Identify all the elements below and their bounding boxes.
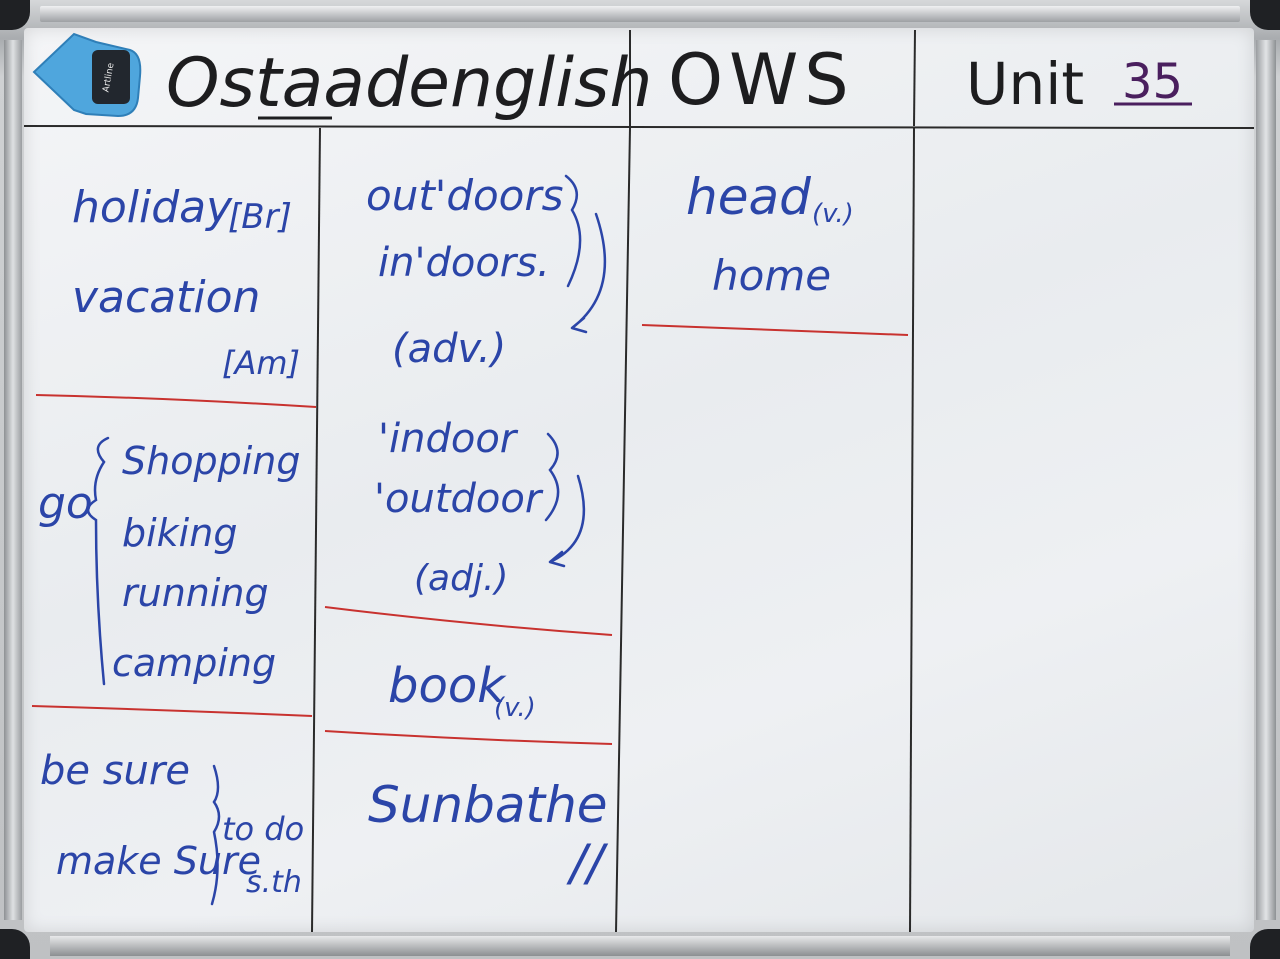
- section-title: OWS: [668, 39, 855, 121]
- corner-cap: [1250, 929, 1280, 959]
- column-divider: [311, 127, 321, 933]
- corner-cap: [1250, 0, 1280, 30]
- red-separator: [324, 606, 613, 636]
- phrase-be-sure: be sure: [40, 748, 190, 794]
- word-home: home: [712, 251, 831, 300]
- word-book: book: [388, 658, 507, 714]
- whiteboard-surface: [24, 28, 1254, 932]
- eraser-icon[interactable]: Artline: [32, 32, 142, 118]
- brace: [564, 174, 582, 288]
- tag-verb: (v.): [494, 693, 536, 723]
- corner-cap: [0, 929, 30, 959]
- go-item: camping: [112, 641, 276, 685]
- brace: [86, 436, 110, 686]
- word-sunbathe: Sunbathe: [368, 776, 608, 834]
- marker-tray: [50, 936, 1230, 956]
- word-vacation: vacation: [72, 272, 260, 323]
- tag-verb: (v.): [812, 199, 854, 229]
- phrase-to-do: to do: [222, 810, 304, 848]
- phrase-make-sure: make Sure: [56, 839, 261, 883]
- top-rail: [40, 6, 1240, 22]
- brace: [544, 432, 560, 522]
- column-divider: [615, 127, 631, 933]
- tag-adverb: (adv.): [392, 326, 506, 372]
- phrase-sth: s.th: [246, 865, 302, 900]
- word-holiday: holiday: [72, 182, 233, 233]
- stress-mark: //: [566, 834, 609, 892]
- unit-number: 35: [1122, 54, 1183, 110]
- brand-title: Ostaadenglish: [166, 44, 653, 123]
- red-separator: [31, 705, 313, 717]
- red-separator: [641, 324, 909, 336]
- column-divider: [909, 127, 915, 933]
- header-divider: [23, 125, 1255, 129]
- left-rail: [4, 40, 22, 920]
- go-item: Shopping: [122, 439, 300, 483]
- word-go: go: [38, 478, 93, 529]
- right-rail: [1256, 40, 1276, 920]
- go-item: biking: [122, 511, 237, 555]
- red-separator: [324, 730, 613, 745]
- word-head: head: [686, 168, 811, 226]
- tag-adjective: (adj.): [414, 558, 508, 599]
- tag-american: [Am]: [222, 344, 300, 382]
- word-outdoor: 'outdoor: [374, 476, 544, 522]
- arrow-icon: [570, 212, 607, 334]
- red-separator: [35, 394, 317, 408]
- word-outdoors: out'doors: [366, 171, 564, 220]
- word-indoor: 'indoor: [378, 416, 519, 462]
- header-column-divider: [913, 29, 916, 127]
- go-item: running: [122, 571, 269, 615]
- tag-british: [Br]: [228, 197, 292, 237]
- unit-label: Unit: [966, 50, 1084, 118]
- brace: [210, 764, 221, 906]
- word-indoors: in'doors.: [378, 240, 550, 286]
- arrow-icon: [548, 474, 586, 568]
